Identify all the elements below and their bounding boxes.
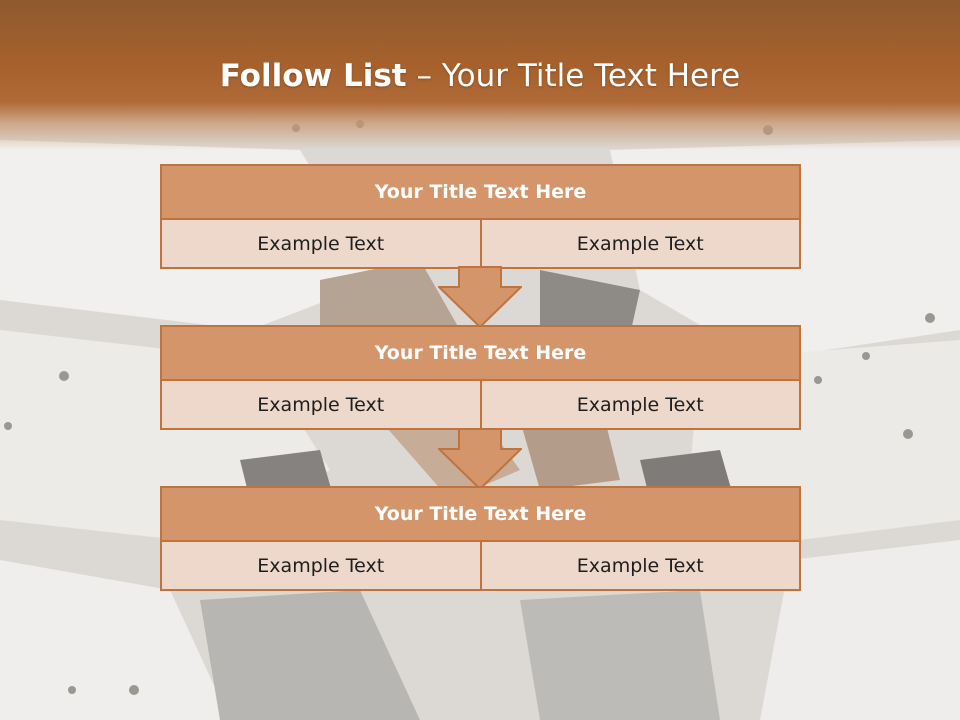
step-row: Example Text Example Text — [160, 381, 801, 430]
step-title: Your Title Text Here — [160, 164, 801, 220]
slide-title-rest: – Your Title Text Here — [406, 58, 741, 94]
down-arrow-icon — [438, 266, 522, 328]
step-box-2: Your Title Text Here Example Text Exampl… — [160, 325, 801, 430]
step-row: Example Text Example Text — [160, 220, 801, 269]
step-left-text: Example Text — [160, 542, 482, 591]
step-box-3: Your Title Text Here Example Text Exampl… — [160, 486, 801, 591]
slide-title: Follow List – Your Title Text Here — [0, 52, 960, 100]
step-title: Your Title Text Here — [160, 486, 801, 542]
step-left-text: Example Text — [160, 220, 482, 269]
step-title: Your Title Text Here — [160, 325, 801, 381]
step-left-text: Example Text — [160, 381, 482, 430]
step-right-text: Example Text — [481, 542, 801, 591]
step-box-1: Your Title Text Here Example Text Exampl… — [160, 164, 801, 269]
step-right-text: Example Text — [481, 381, 801, 430]
step-row: Example Text Example Text — [160, 542, 801, 591]
step-right-text: Example Text — [481, 220, 801, 269]
down-arrow-icon — [438, 428, 522, 490]
slide-title-bold: Follow List — [219, 58, 407, 94]
header-band — [0, 0, 960, 150]
